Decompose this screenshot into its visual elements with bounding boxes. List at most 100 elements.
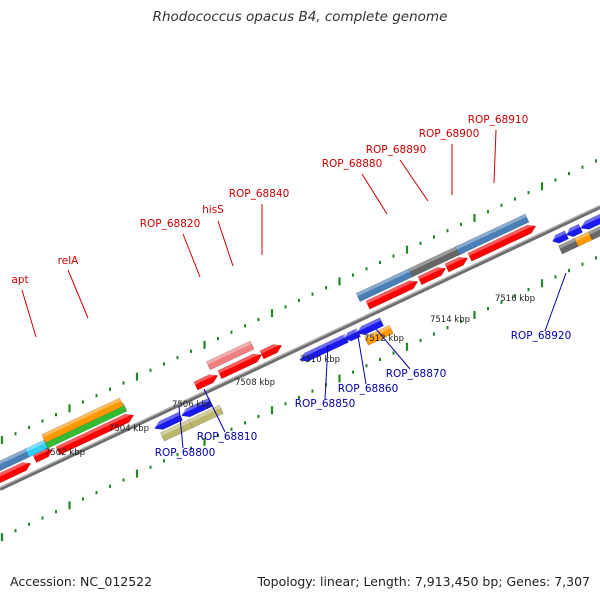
- genes-label: Genes:: [506, 574, 551, 589]
- gene-gloss: [188, 405, 221, 423]
- forward-gene-label[interactable]: ROP_68890: [366, 144, 427, 156]
- gene-shape: [299, 333, 349, 362]
- gene-feature: [588, 217, 600, 241]
- gene-feature: [354, 317, 384, 335]
- gene-gloss: [588, 218, 600, 235]
- scale-tick-label: 7508 kbp: [235, 378, 275, 388]
- reverse-callout-line: [178, 406, 184, 449]
- gene-gloss: [364, 325, 391, 340]
- forward-gene-label[interactable]: relA: [58, 255, 79, 267]
- gene-feature: [550, 230, 569, 244]
- gene-feature: [467, 222, 537, 262]
- scale-tick-label: 7514 kbp: [430, 315, 470, 325]
- reverse-gene-label[interactable]: ROP_68850: [295, 398, 356, 410]
- reverse-gene-label[interactable]: ROP_68870: [386, 368, 447, 380]
- gene-feature: [355, 268, 414, 302]
- gene-feature: [365, 277, 419, 310]
- gene-shape: [552, 230, 569, 244]
- gene-feature: [578, 207, 600, 230]
- gene-shape: [205, 340, 255, 371]
- gene-gloss: [206, 340, 252, 365]
- reverse-callout-line: [544, 272, 567, 332]
- gene-shape: [355, 268, 414, 302]
- gene-gloss: [297, 334, 347, 360]
- length-label: Length:: [363, 574, 411, 589]
- reverse-callout-line: [203, 388, 226, 433]
- topology-value: linear: [319, 574, 356, 589]
- gene-gloss: [32, 445, 52, 458]
- gene-gloss: [179, 398, 211, 415]
- scale-tick-label: 7516 kbp: [495, 294, 535, 304]
- gene-gloss: [417, 264, 446, 280]
- gene-feature: [0, 448, 31, 477]
- gene-gloss: [564, 224, 581, 234]
- accession-info: Accession: NC_012522: [10, 574, 152, 589]
- reverse-gene-label[interactable]: ROP_68920: [511, 330, 572, 342]
- gene-shape: [364, 324, 394, 346]
- gene-shape: [217, 353, 263, 380]
- forward-callout-line: [399, 159, 429, 202]
- gene-features: [0, 207, 600, 487]
- sequence-backbone: [0, 205, 600, 491]
- reverse-callout-line: [357, 335, 367, 385]
- reverse-gene-label[interactable]: ROP_68810: [197, 431, 258, 443]
- lower-tick-track: [0, 256, 597, 542]
- gene-feature: [55, 411, 135, 456]
- reverse-callout-line: [324, 344, 329, 400]
- gene-feature: [205, 340, 255, 371]
- gene-shape: [344, 328, 361, 342]
- gene-gloss: [25, 440, 46, 452]
- gene-shape: [0, 462, 32, 487]
- gene-shape: [444, 256, 469, 273]
- gene-shape: [181, 397, 213, 418]
- gene-gloss: [455, 214, 527, 250]
- gene-gloss: [444, 254, 468, 267]
- gene-feature: [41, 397, 124, 444]
- gene-gloss: [160, 418, 192, 436]
- scale-tick-label: 7502 kbp: [45, 448, 85, 458]
- gene-gloss: [0, 459, 31, 482]
- gene-gloss: [0, 448, 28, 472]
- gene-gloss: [578, 208, 600, 228]
- forward-callout-line: [217, 220, 234, 267]
- gene-gloss: [193, 371, 218, 385]
- gene-gloss: [409, 245, 461, 272]
- scale-tick-label: 7510 kbp: [300, 355, 340, 365]
- reverse-gene-label[interactable]: ROP_68800: [155, 447, 216, 459]
- gene-shape: [566, 223, 583, 238]
- forward-gene-label[interactable]: ROP_68820: [140, 218, 201, 230]
- forward-callout-line: [182, 233, 201, 278]
- gene-shape: [0, 448, 31, 477]
- gene-feature: [193, 371, 219, 391]
- forward-callout-line: [361, 173, 388, 215]
- gene-shape: [259, 344, 283, 360]
- gene-gloss: [467, 222, 536, 256]
- forward-gene-label[interactable]: ROP_68840: [229, 188, 290, 200]
- forward-gene-label[interactable]: ROP_68910: [468, 114, 529, 126]
- gene-shape: [574, 231, 593, 247]
- gene-shape: [41, 397, 124, 444]
- scale-tick-label: 7506 kbp: [172, 400, 212, 410]
- gene-shape: [467, 224, 537, 262]
- gene-gloss: [41, 397, 121, 438]
- gene-feature: [179, 397, 213, 418]
- genome-title: Rhodococcus opacus B4, complete genome: [152, 9, 448, 25]
- forward-gene-label[interactable]: apt: [11, 274, 28, 286]
- forward-gene-label[interactable]: ROP_68880: [322, 158, 383, 170]
- gene-shape: [154, 411, 183, 430]
- gene-feature: [342, 328, 361, 342]
- gene-gloss: [259, 341, 282, 354]
- gene-feature: [152, 411, 183, 430]
- gene-shape: [588, 217, 600, 241]
- forward-callout-line: [493, 129, 497, 184]
- gene-feature: [417, 264, 447, 286]
- sequence-backbone-highlight: [0, 205, 600, 489]
- reverse-gene-label[interactable]: ROP_68860: [338, 383, 399, 395]
- forward-gene-label[interactable]: hisS: [202, 204, 224, 216]
- gene-gloss: [574, 231, 590, 242]
- gene-gloss: [342, 328, 359, 338]
- forward-gene-label[interactable]: ROP_68900: [419, 128, 480, 140]
- gene-callouts: aptrelAROP_68820hisSROP_68840ROP_68880RO…: [11, 114, 571, 459]
- gene-shape: [580, 207, 600, 230]
